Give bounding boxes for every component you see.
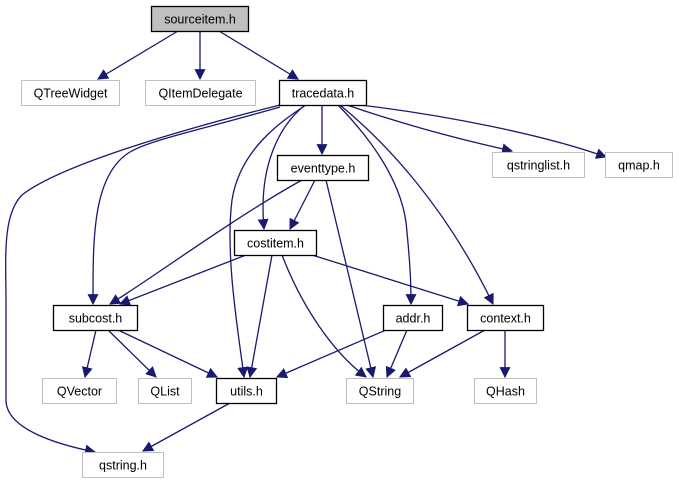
node-box [346, 378, 414, 404]
node-label: QVector [57, 385, 102, 399]
node-label: qmap.h [618, 159, 660, 173]
edge-costitem-to-qstringcls [281, 254, 367, 378]
node-box [215, 377, 278, 405]
edge-costitem-to-context [311, 254, 470, 307]
node-box [233, 229, 318, 257]
node-qstringcls: QString [346, 378, 414, 404]
node-box [276, 154, 370, 182]
node-label: addr.h [396, 312, 431, 326]
node-box [42, 378, 117, 404]
node-costitem[interactable]: costitem.h [233, 229, 318, 257]
node-label: tracedata.h [292, 87, 355, 101]
edge-tracedata-to-qmap [359, 104, 608, 159]
node-label: QString [359, 385, 401, 399]
node-box [466, 304, 545, 332]
node-box [145, 80, 256, 106]
node-box [21, 80, 120, 106]
edge-tracedata-to-context [339, 104, 494, 305]
node-box [150, 5, 250, 33]
edge-costitem-to-subcost [118, 254, 247, 306]
node-qtreewidget: QTreeWidget [21, 80, 120, 106]
node-box [82, 452, 164, 478]
edge-eventtype-to-costitem [289, 179, 316, 230]
edge-subcost-to-qlist [107, 329, 157, 378]
node-label: qstring.h [99, 459, 147, 473]
node-qmap: qmap.h [605, 152, 673, 178]
node-qstringlist: qstringlist.h [492, 152, 585, 178]
node-box [474, 378, 537, 404]
node-utils[interactable]: utils.h [215, 377, 278, 405]
edge-context-to-qstringcls [399, 329, 486, 378]
node-qitemdelegate: QItemDelegate [145, 80, 256, 106]
node-box [605, 152, 673, 178]
node-label: QItemDelegate [158, 87, 242, 101]
edge-subcost-to-utils [117, 329, 218, 378]
node-qstringh: qstring.h [82, 452, 164, 478]
node-context[interactable]: context.h [466, 304, 545, 332]
node-box [138, 378, 192, 404]
edge-costitem-to-utils [246, 254, 273, 379]
edge-tracedata-to-utils [229, 104, 307, 379]
edge-addr-to-utils [275, 329, 387, 379]
node-label: context.h [480, 312, 531, 326]
edge-utils-to-qstringh [142, 402, 231, 452]
node-eventtype[interactable]: eventtype.h [276, 154, 370, 182]
node-label: subcost.h [69, 312, 123, 326]
node-box [278, 79, 368, 107]
node-label: QHash [486, 385, 525, 399]
node-label: utils.h [230, 385, 263, 399]
edge-sourceitem-to-tracedata [218, 30, 299, 80]
edge-tracedata-to-addr [337, 104, 417, 306]
edge-tracedata-to-qstringh [5, 104, 281, 456]
node-qvector: QVector [42, 378, 117, 404]
node-label: sourceitem.h [164, 13, 236, 27]
node-label: eventtype.h [291, 162, 356, 176]
node-box [52, 304, 139, 332]
edge-tracedata-to-qstringlist [346, 104, 514, 155]
node-tracedata[interactable]: tracedata.h [278, 79, 368, 107]
node-label: costitem.h [247, 237, 304, 251]
edge-tracedata-to-subcost [87, 106, 281, 306]
node-label: QList [150, 385, 180, 399]
edge-addr-to-qstringcls [385, 329, 408, 379]
node-subcost[interactable]: subcost.h [52, 304, 139, 332]
node-qlist: QList [138, 378, 192, 404]
node-label: QTreeWidget [34, 87, 108, 101]
edge-eventtype-to-subcost [109, 179, 303, 305]
edge-subcost-to-qvector [81, 329, 97, 379]
node-addr[interactable]: addr.h [382, 304, 444, 332]
node-qhash: QHash [474, 378, 537, 404]
node-sourceitem: sourceitem.h [150, 5, 250, 33]
edge-tracedata-to-costitem [257, 104, 306, 231]
edge-eventtype-to-qstringcls [325, 179, 377, 379]
edge-sourceitem-to-qtreewidget [97, 30, 179, 80]
node-label: qstringlist.h [507, 159, 570, 173]
node-box [382, 304, 444, 332]
node-box [492, 152, 585, 178]
